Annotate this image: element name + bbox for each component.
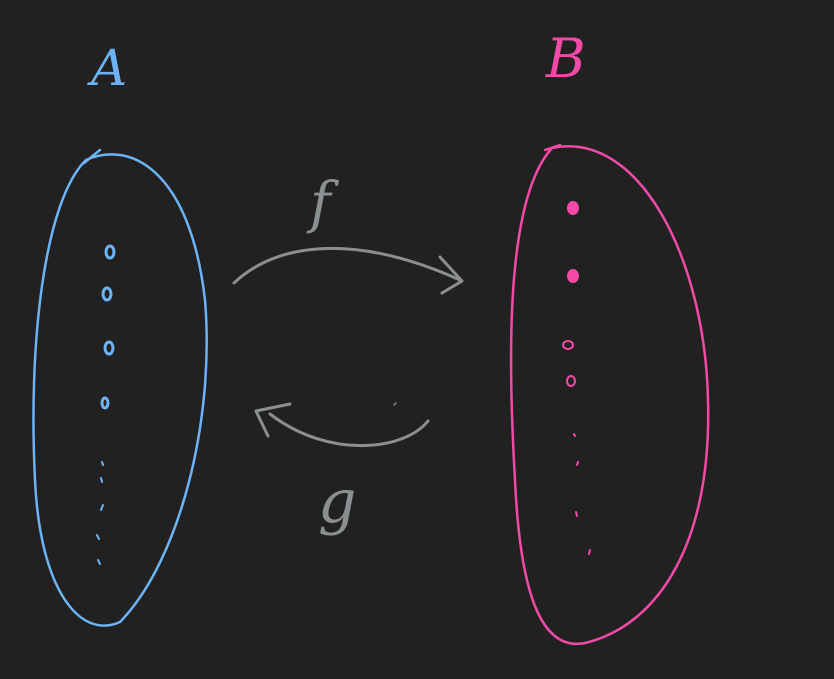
set-a-label: A bbox=[87, 39, 127, 97]
arrow-g-label: g bbox=[318, 467, 356, 537]
set-a-ellipsis bbox=[96, 461, 104, 565]
arrow-g-curve bbox=[268, 412, 430, 448]
set-a-element-dot bbox=[103, 340, 115, 356]
set-a-element-dot bbox=[101, 286, 113, 302]
set-a-element-dot bbox=[104, 244, 116, 260]
arrow-f: f bbox=[232, 171, 464, 295]
set-a-ellipse bbox=[32, 148, 208, 627]
arrow-g-tick bbox=[393, 402, 397, 406]
set-b-elements bbox=[562, 201, 579, 387]
set-a-elements bbox=[100, 244, 116, 410]
arrow-g-head bbox=[254, 402, 292, 438]
set-b-element-dot bbox=[567, 201, 579, 215]
set-b: B bbox=[509, 27, 710, 646]
arrow-g: g bbox=[254, 402, 430, 537]
arrow-f-label: f bbox=[306, 171, 340, 236]
set-b-element-dot bbox=[567, 269, 579, 283]
set-b-ellipse bbox=[509, 143, 710, 646]
set-a-element-dot bbox=[100, 396, 110, 410]
set-b-element-dot bbox=[562, 340, 574, 350]
set-b-element-dot bbox=[566, 375, 576, 387]
arrow-f-head bbox=[438, 255, 464, 295]
set-b-ellipsis bbox=[573, 433, 591, 555]
arrow-f-curve bbox=[232, 247, 462, 285]
set-b-label: B bbox=[545, 27, 586, 90]
set-a: A bbox=[32, 39, 208, 627]
